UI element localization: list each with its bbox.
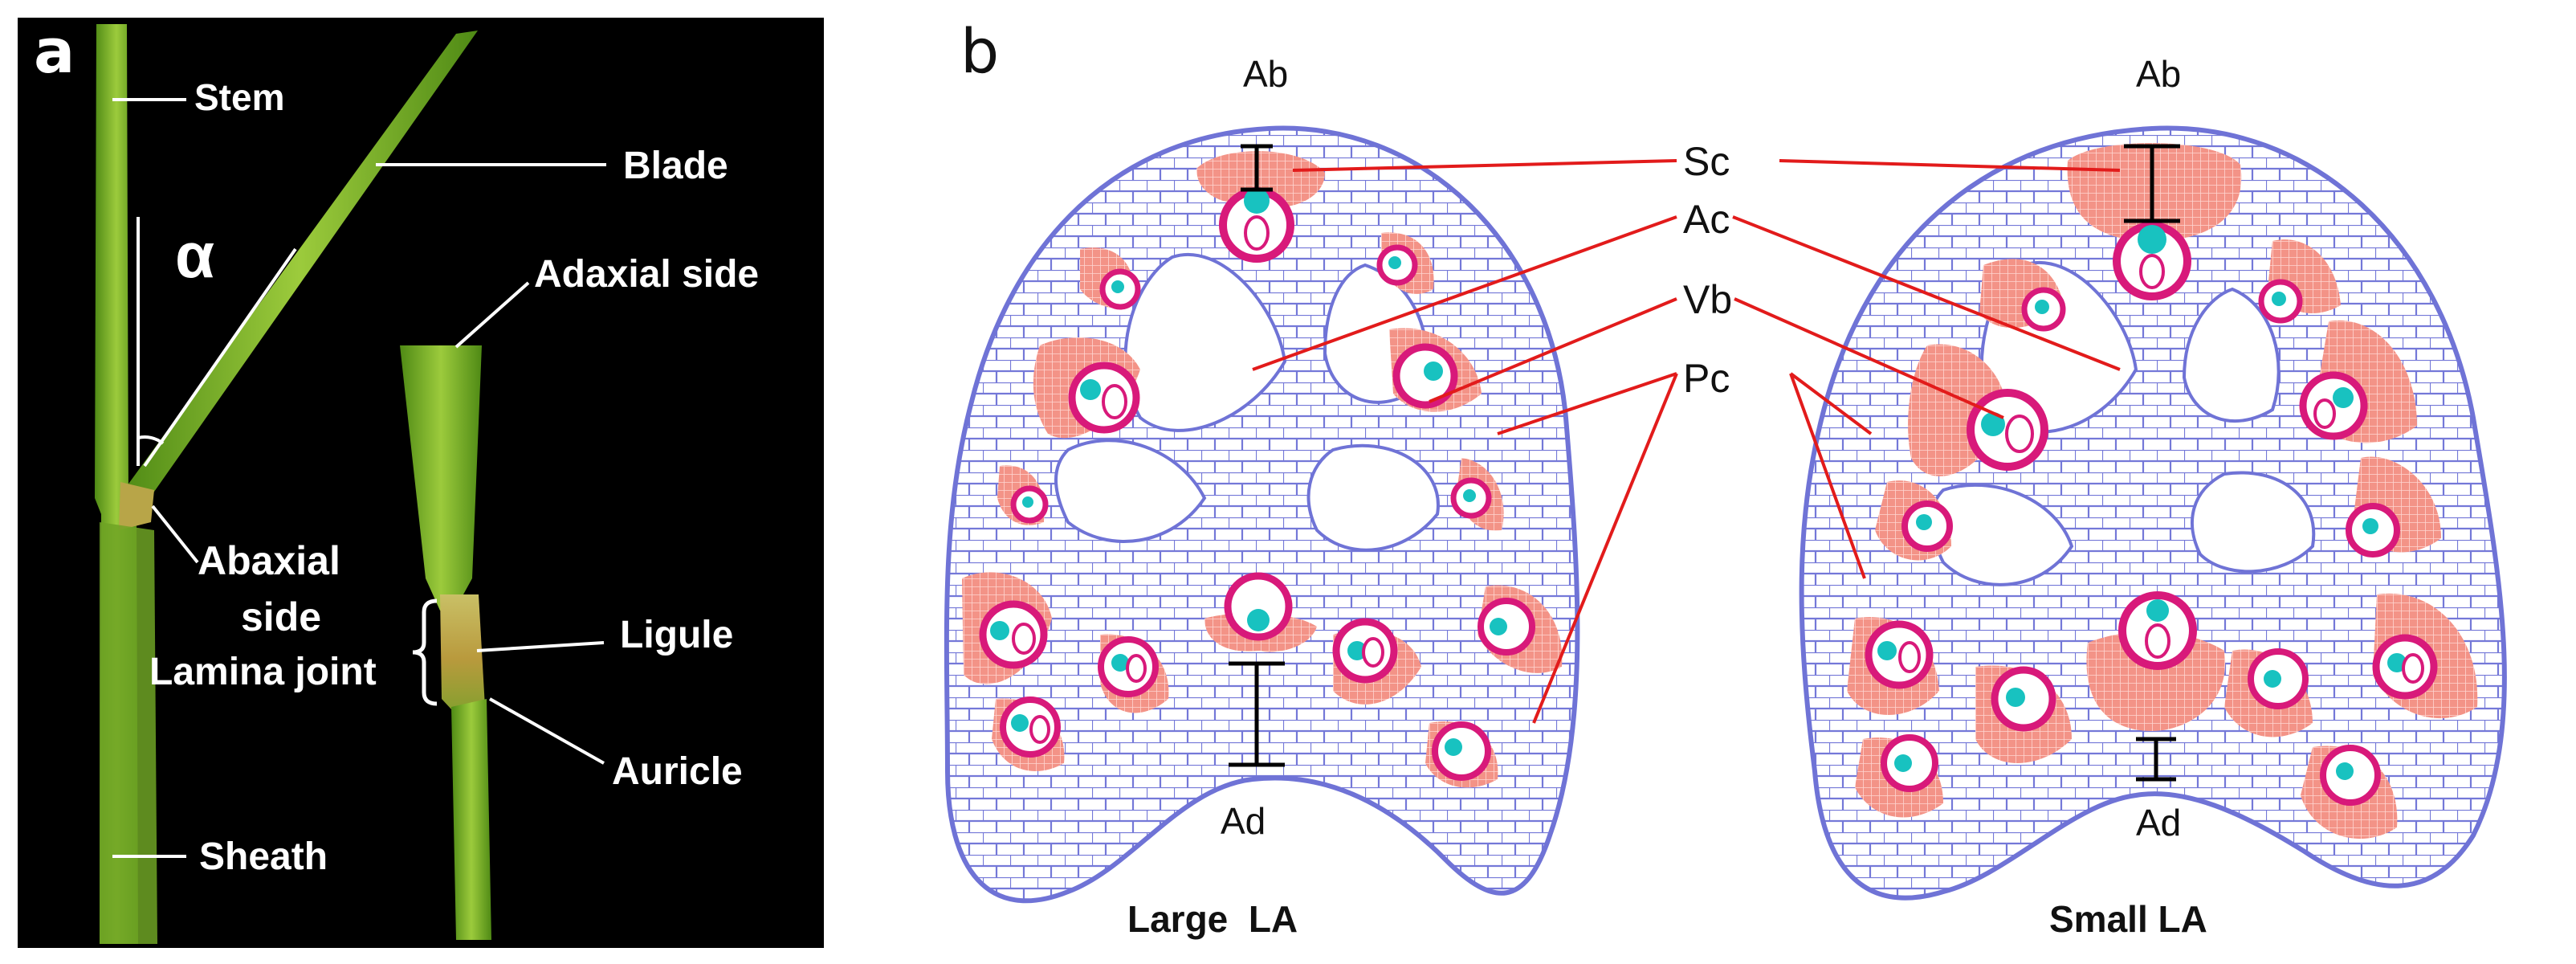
pc-leader-left-2 bbox=[1532, 373, 1678, 724]
blade-shape bbox=[120, 31, 478, 514]
right-air-cavity-2 bbox=[2182, 287, 2280, 423]
ac-leader-left bbox=[1252, 215, 1677, 371]
right-vascular-bundle-13 bbox=[2301, 745, 2398, 839]
blade-label: Blade bbox=[623, 145, 728, 187]
left-ad-label: Ad bbox=[1221, 800, 1266, 842]
vb-leader-right bbox=[1734, 297, 2004, 419]
pc-leader-right-2 bbox=[1789, 373, 1866, 579]
sheath-label: Sheath bbox=[199, 835, 328, 878]
right-vascular-bundle-6 bbox=[2346, 456, 2441, 558]
left-vascular-bundle-7 bbox=[962, 572, 1052, 684]
left-vascular-bundle-5 bbox=[997, 465, 1049, 525]
lamina-joint-label: Lamina joint bbox=[149, 651, 377, 693]
sc-label: Sc bbox=[1683, 139, 1730, 184]
left-air-cavity-1 bbox=[1123, 252, 1287, 432]
right-vascular-bundle-8 bbox=[1975, 665, 2072, 763]
panel-b-letter: b bbox=[960, 15, 999, 87]
right-vascular-bundle-top bbox=[2067, 143, 2242, 300]
sheath-shape bbox=[100, 522, 157, 944]
abaxial-side-label-line2: side bbox=[241, 594, 321, 639]
right-vascular-bundle-2 bbox=[2258, 239, 2341, 324]
left-top-scale-bar bbox=[1241, 144, 1273, 192]
left-air-cavity-3 bbox=[1054, 439, 1207, 543]
left-vascular-bundle-8 bbox=[1098, 634, 1169, 713]
ac-leader-right bbox=[1732, 215, 2121, 371]
left-vascular-bundle-1 bbox=[1080, 247, 1141, 310]
left-vascular-bundle-2 bbox=[1033, 337, 1140, 439]
pc-leader-right-1 bbox=[1789, 372, 1873, 435]
right-vascular-bundle-7 bbox=[1847, 617, 1939, 715]
right-vascular-bundle-4 bbox=[2299, 320, 2417, 443]
panel-a: a Stem Blade α Adaxial side Abaxial side… bbox=[18, 15, 824, 948]
closeup-joint-shape bbox=[440, 594, 485, 723]
right-top-scale-bar bbox=[2124, 144, 2180, 223]
left-vascular-bundle-9 bbox=[1204, 572, 1317, 652]
cross-section-large-la: Ab Ad Large LA bbox=[944, 53, 1580, 940]
leader-lines bbox=[1252, 159, 2121, 724]
right-vascular-bundle-11 bbox=[2372, 593, 2478, 719]
panel-a-letter: a bbox=[34, 15, 75, 87]
pc-leader-left-1 bbox=[1497, 372, 1677, 435]
left-caption: Large LA bbox=[1127, 898, 1298, 940]
right-vascular-bundle-9 bbox=[2086, 591, 2226, 731]
ligule-leader bbox=[476, 641, 605, 652]
stem-label: Stem bbox=[194, 76, 284, 118]
left-vascular-bundle-12 bbox=[992, 696, 1065, 771]
abaxial-leader bbox=[151, 504, 199, 564]
right-caption: Small LA bbox=[2049, 898, 2207, 940]
panel-b: b bbox=[944, 15, 2507, 940]
vb-leader-left bbox=[1429, 297, 1677, 403]
right-vascular-bundle-12 bbox=[1855, 734, 1943, 818]
left-vascular-bundle-10 bbox=[1332, 618, 1421, 705]
closeup-blade-shape bbox=[400, 345, 482, 611]
abaxial-side-label-line1: Abaxial bbox=[198, 538, 340, 583]
left-vascular-bundle-13 bbox=[1425, 721, 1498, 788]
lamina-joint-brace bbox=[412, 598, 438, 706]
left-vascular-bundle-3 bbox=[1376, 232, 1434, 294]
closeup-sheath-shape bbox=[451, 699, 491, 940]
cross-section-small-la: Ab Ad Small LA bbox=[1799, 53, 2507, 940]
left-vascular-bundle-11 bbox=[1478, 585, 1563, 673]
adaxial-leader bbox=[454, 281, 530, 349]
left-ab-label: Ab bbox=[1243, 53, 1288, 95]
auricle-label: Auricle bbox=[612, 750, 743, 793]
angle-line-diagonal bbox=[143, 247, 297, 468]
ligule-label: Ligule bbox=[620, 614, 733, 656]
ac-label: Ac bbox=[1683, 197, 1730, 242]
left-vascular-bundle-6 bbox=[1450, 458, 1504, 531]
right-vascular-bundle-10 bbox=[2224, 648, 2313, 737]
sc-leader-left bbox=[1292, 159, 1677, 172]
auricle-leader bbox=[489, 697, 605, 765]
pc-label: Pc bbox=[1683, 356, 1730, 401]
right-bottom-scale-bar bbox=[2136, 737, 2176, 782]
right-vascular-bundle-1 bbox=[1979, 259, 2066, 332]
left-air-cavity-4 bbox=[1306, 443, 1440, 552]
right-ad-label: Ad bbox=[2136, 802, 2181, 844]
adaxial-side-label: Adaxial side bbox=[534, 253, 759, 296]
left-bottom-scale-bar bbox=[1229, 661, 1285, 767]
right-vascular-bundle-5 bbox=[1875, 480, 1953, 561]
sc-leader-right bbox=[1779, 159, 2121, 172]
lamina-joint-shape bbox=[119, 482, 154, 530]
alpha-label: α bbox=[175, 219, 214, 291]
right-air-cavity-4 bbox=[2191, 471, 2316, 574]
vb-label: Vb bbox=[1683, 277, 1732, 322]
angle-arc bbox=[137, 435, 165, 445]
right-ab-label: Ab bbox=[2136, 53, 2181, 95]
